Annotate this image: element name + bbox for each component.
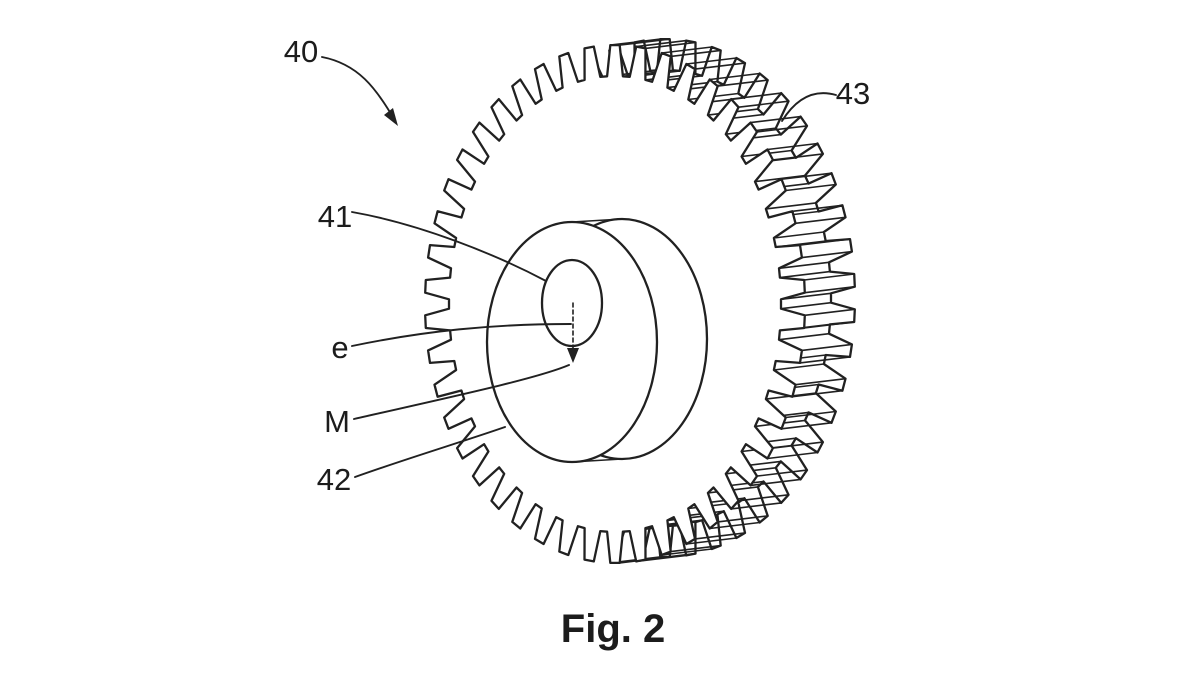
leader-line-41 [351, 211, 547, 282]
ref-label-41: 41 [318, 199, 352, 234]
eccentric-bore-outline [540, 258, 604, 348]
leader-line-40 [321, 56, 395, 120]
ref-label-M: M [324, 404, 350, 439]
leader-line-M [353, 364, 570, 420]
ref-label-43: 43 [836, 76, 870, 111]
leader-line-42 [354, 426, 506, 478]
reference-labels: 40 41 e M 42 43 [284, 34, 870, 497]
eccentricity-arrowhead-icon [567, 348, 579, 363]
leader-40-arrowhead-icon [384, 108, 398, 126]
ref-label-42: 42 [317, 462, 351, 497]
leader-line-43 [781, 92, 837, 122]
figure-caption: Fig. 2 [561, 607, 665, 651]
ref-label-40: 40 [284, 34, 318, 69]
ref-label-e: e [331, 330, 348, 365]
leader-line-e [351, 323, 572, 347]
hub-drawing [485, 217, 709, 464]
eccentricity-arrow [567, 302, 579, 363]
annotation-lines [321, 56, 837, 478]
